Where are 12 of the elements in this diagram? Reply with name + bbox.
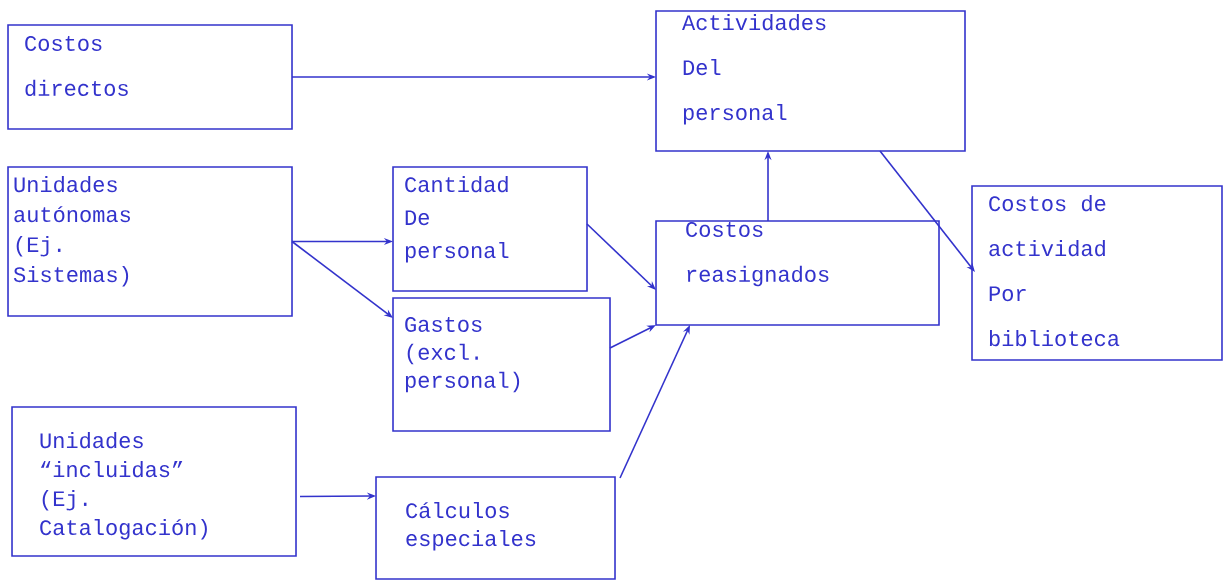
process-box: Costos de actividad Por biblioteca [971,185,1223,361]
process-box: Costos reasignados [655,220,940,326]
arrow [586,223,656,290]
process-box: Unidades “incluidas” (Ej. Catalogación) [11,406,297,557]
arrow [879,150,975,272]
process-box: Costos directos [7,24,293,130]
process-box: Gastos (excl. personal) [392,297,611,432]
process-box: Actividades Del personal [655,10,966,152]
arrow [291,240,393,318]
process-box: Cantidad De personal [392,166,588,292]
process-box: Cálculos especiales [375,476,616,580]
process-box: Unidades autónomas (Ej. Sistemas) [7,166,293,317]
